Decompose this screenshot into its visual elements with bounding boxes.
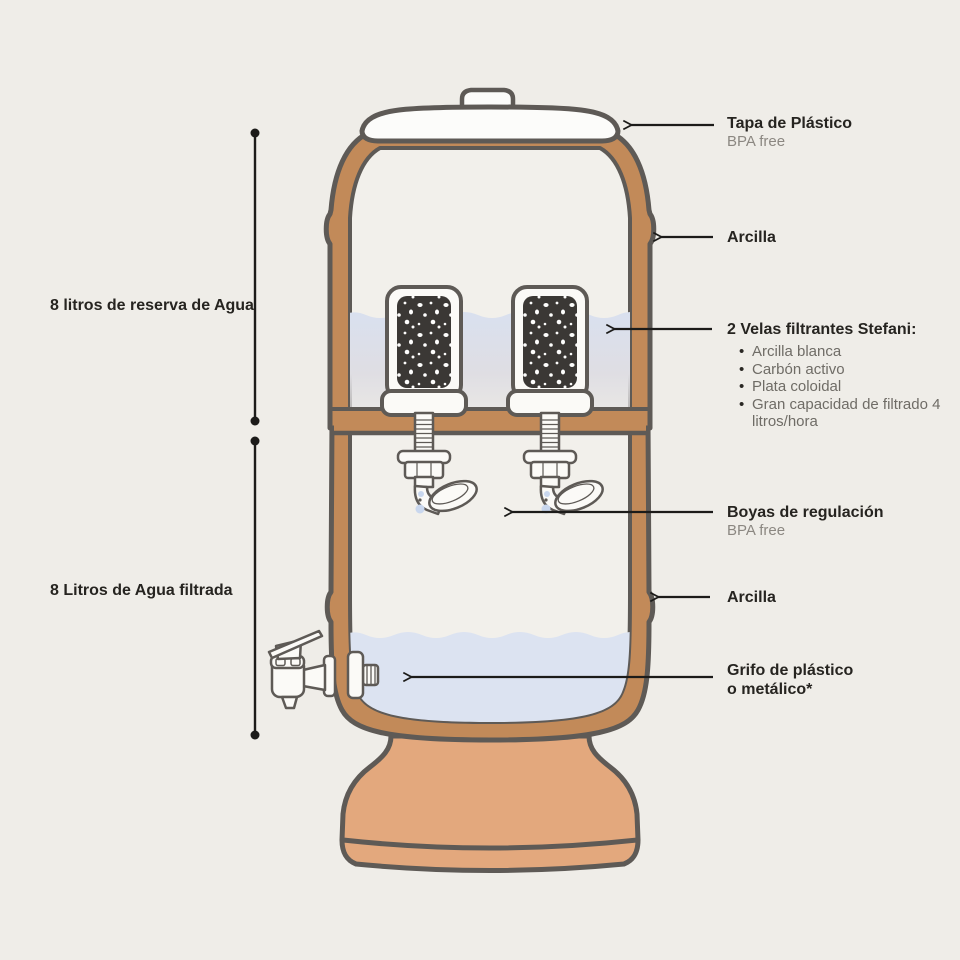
annotation-boyas: Boyas de regulación BPA free [727,503,884,540]
reserve-water-label: 8 litros de reserva de Agua [50,297,254,314]
annotation-boyas-title: Boyas de regulación [727,504,884,521]
annotation-grifo-title-line2: o metálico* [727,681,813,698]
candle-cap [380,389,468,417]
tap-body [270,664,306,699]
velas-feature-item: Gran capacidad de filtrado 4 litros/hora [739,396,949,431]
dimension-lines [250,128,260,740]
dimension-line-reserve [250,128,260,426]
annotation-tapa-title: Tapa de Plástico [727,115,853,132]
velas-feature-item: Plata coloidal [739,378,949,396]
lid-body [359,104,621,144]
tap-inner-flange [346,650,365,700]
tap-arm [301,663,327,692]
tap-lever [267,629,324,660]
lower-chamber [324,417,656,743]
tap-spout [280,695,299,710]
annotation-tapa: Tapa de Plástico BPA free [727,114,852,151]
annotation-arcilla-top-title: Arcilla [727,229,776,246]
tap-grifo [267,629,380,710]
velas-feature-item: Carbón activo [739,361,949,379]
annotation-velas: 2 Velas filtrantes Stefani: Arcilla blan… [727,320,949,431]
velas-feature-item: Arcilla blanca [739,343,949,361]
divider-shelf [332,407,648,436]
annotation-arcilla-top: Arcilla [727,228,776,247]
lid-knob [459,87,516,112]
filtered-water [350,632,630,722]
water-droplets [415,491,425,514]
annotation-arrows [411,125,714,677]
plastic-lid [359,87,621,144]
filtered-water-label: 8 Litros de Agua filtrada [50,582,233,599]
annotation-arcilla-bottom: Arcilla [727,588,776,607]
annotation-grifo-title: Grifo de plástico [727,662,854,679]
candle-hex-nut [403,460,445,480]
velas-feature-list: Arcilla blanca Carbón activo Plata coloi… [727,343,949,431]
annotation-velas-title: 2 Velas filtrantes Stefani: [727,321,917,338]
annotation-tapa-subtitle: BPA free [727,133,786,150]
annotation-boyas-subtitle: BPA free [727,522,786,539]
filter-base [339,733,641,873]
annotation-arcilla-bottom-title: Arcilla [727,589,776,606]
filter-candle-assembly [380,285,478,516]
dimension-line-filtered [250,436,260,740]
annotation-grifo: Grifo de plástico o metálico* [727,661,853,699]
upper-chamber [323,130,657,431]
